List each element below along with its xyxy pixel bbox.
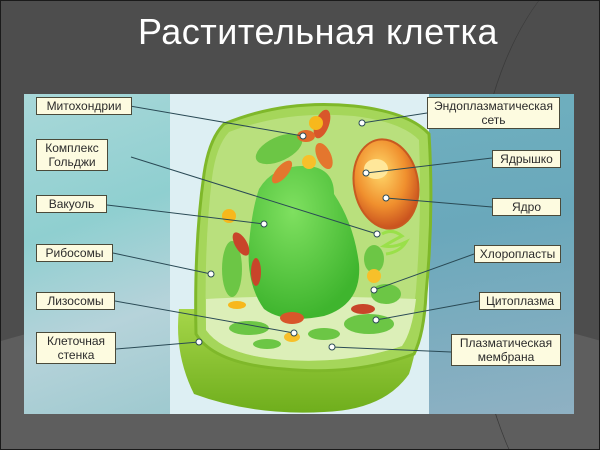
vacuole [248, 165, 360, 319]
label-plasma-membrane: Плазматическая мембрана [451, 334, 561, 366]
label-text: Вакуоль [48, 197, 95, 211]
label-text-line1: Клеточная [46, 334, 106, 348]
chloroplast [308, 328, 340, 340]
label-text: Рибосомы [45, 246, 104, 260]
leader-dots [195, 119, 390, 351]
label-text: Ядро [511, 200, 541, 214]
slide-title: Растительная клетка [137, 11, 499, 52]
label-nucleolus: Ядрышко [492, 150, 561, 168]
nucleolus [364, 159, 388, 179]
chloroplast [364, 245, 384, 273]
label-lysosomes: Лизосомы [36, 292, 115, 310]
mitochondrion [315, 142, 333, 170]
label-er: Эндоплазматическая сеть [427, 97, 560, 129]
lysosome [222, 209, 236, 223]
label-chloroplasts: Хлоропласты [474, 245, 561, 263]
label-mitochondria: Митохондрии [36, 97, 132, 115]
label-text-line2: мембрана [477, 350, 535, 364]
label-golgi: Комплекс Гольджи [36, 139, 108, 171]
lysosome [309, 116, 323, 130]
label-text: Цитоплазма [485, 294, 555, 308]
label-cytoplasm: Цитоплазма [479, 292, 561, 310]
chloroplast [229, 321, 269, 335]
lysosome [367, 269, 381, 283]
chloroplast [222, 241, 242, 297]
label-text: Ядрышко [500, 152, 553, 166]
cell-diagram-panel: Митохондрии Комплекс Гольджи Вакуоль Риб… [24, 94, 574, 414]
label-cell-wall: Клеточная стенка [36, 332, 116, 364]
mitochondrion [280, 312, 304, 324]
label-nucleus: Ядро [492, 198, 561, 216]
label-text-line2: Гольджи [48, 155, 96, 169]
label-text-line1: Комплекс [45, 141, 99, 155]
label-text-line2: стенка [57, 348, 95, 362]
label-text-line2: сеть [481, 113, 506, 127]
lysosome [228, 301, 246, 309]
label-vacuole: Вакуоль [36, 195, 107, 213]
mitochondrion [351, 304, 375, 314]
leader-lines [106, 104, 493, 353]
chloroplast [344, 314, 394, 334]
golgi-complex [379, 229, 410, 256]
plant-cell-illustration [106, 103, 493, 413]
label-text-line1: Эндоплазматическая [434, 99, 553, 113]
mitochondrion [251, 258, 261, 286]
chloroplast [253, 339, 281, 349]
mitochondrion [232, 232, 250, 256]
chloroplast [371, 284, 401, 304]
label-text: Лизосомы [47, 294, 104, 308]
label-ribosomes: Рибосомы [36, 244, 113, 262]
mitochondrion [271, 160, 293, 184]
label-text-line1: Плазматическая [459, 336, 553, 350]
chloroplast [255, 133, 303, 165]
label-text: Хлоропласты [479, 247, 556, 261]
lysosome [302, 155, 316, 169]
label-text: Митохондрии [46, 99, 122, 113]
